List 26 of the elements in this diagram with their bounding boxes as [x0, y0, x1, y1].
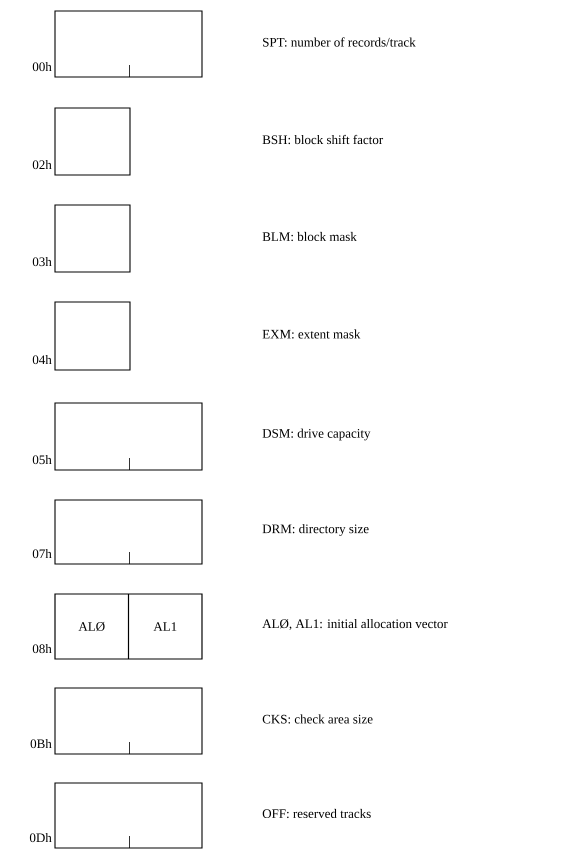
offset-label: 05h [32, 455, 52, 464]
offset-label: 08h [32, 644, 52, 654]
field-description: CKS: check area size [262, 714, 373, 724]
register-box [54, 499, 203, 565]
field-description: ALØ, AL1: initial allocation vector [262, 619, 448, 630]
field-description: DSM: drive capacity [262, 428, 370, 440]
field-description: SPT: number of records/track [263, 37, 416, 47]
register-box [54, 301, 131, 371]
field-description: BSH: block shift factor [262, 134, 384, 144]
register-box [54, 204, 131, 273]
offset-label: 00h [32, 62, 52, 72]
offset-label: 02h [32, 160, 52, 170]
offset-label: 0Dh [30, 832, 52, 842]
offset-label: 03h [32, 257, 52, 266]
offset-label: 0Bh [30, 738, 52, 748]
register-box [54, 782, 203, 849]
field-description: DRM: directory size [262, 524, 369, 536]
offset-label: 04h [32, 355, 52, 364]
offset-label: 07h [32, 548, 52, 558]
register-box [54, 402, 203, 471]
field-description: BLM: block mask [262, 232, 357, 242]
field-description: EXM: extent mask [262, 329, 360, 339]
register-box [54, 687, 203, 755]
register-box [54, 107, 131, 176]
register-box [54, 10, 203, 78]
field-description: OFF: reserved tracks [262, 808, 371, 818]
